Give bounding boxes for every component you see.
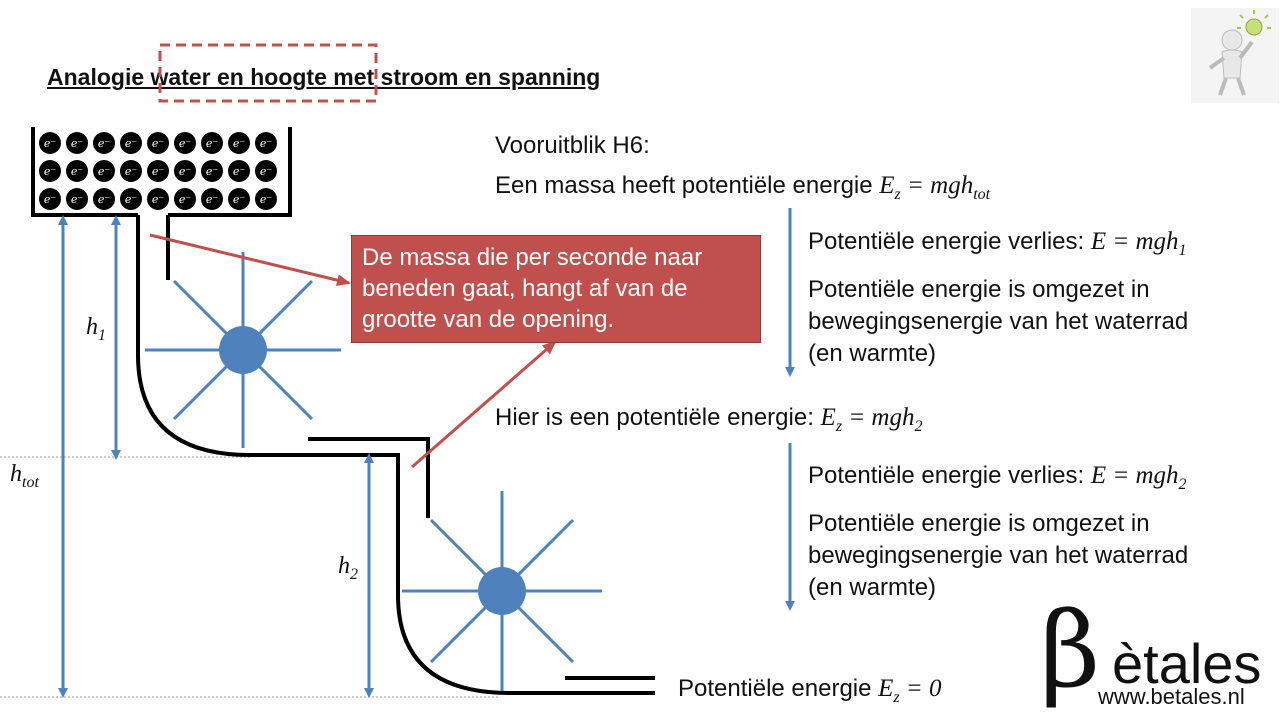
h1-label: h1 bbox=[86, 314, 106, 344]
converted2-line2: bewegingsenergie van het waterrad bbox=[808, 542, 1189, 569]
upper-tank bbox=[31, 127, 292, 217]
upper-channel-left bbox=[136, 215, 400, 457]
converted2-line3: (en warmte) bbox=[808, 574, 937, 601]
electron-label: e⁻ bbox=[152, 165, 165, 178]
loss1-text: Potentiële energie verlies: E = mgh1 bbox=[808, 228, 1187, 259]
electron-icon: e⁻ bbox=[39, 160, 61, 182]
loss1-formula: E = mgh1 bbox=[1090, 228, 1187, 259]
electron-label: e⁻ bbox=[44, 193, 57, 206]
electron-icon: e⁻ bbox=[39, 188, 61, 210]
mascot-lightbulb-icon bbox=[1191, 8, 1279, 103]
electron-label: e⁻ bbox=[71, 193, 84, 206]
electron-label: e⁻ bbox=[233, 165, 246, 178]
highlight-box bbox=[158, 43, 378, 103]
electron-label: e⁻ bbox=[98, 193, 111, 206]
electron-label: e⁻ bbox=[233, 193, 246, 206]
electron-icon: e⁻ bbox=[93, 188, 115, 210]
callout-box: De massa die per seconde naar beneden ga… bbox=[351, 235, 761, 343]
middle-tank bbox=[308, 437, 430, 518]
lower-channel-left bbox=[396, 455, 655, 695]
electron-label: e⁻ bbox=[260, 137, 273, 150]
mass-energy-text: Een massa heeft potentiële energie Ez = … bbox=[495, 172, 991, 203]
converted1-line3: (en warmte) bbox=[808, 340, 937, 367]
electron-label: e⁻ bbox=[152, 193, 165, 206]
mass-energy-formula: Ez = mghtot bbox=[879, 172, 991, 203]
bottom-energy-formula: Ez = 0 bbox=[878, 675, 942, 706]
electron-icon: e⁻ bbox=[255, 160, 277, 182]
electron-label: e⁻ bbox=[179, 193, 192, 206]
electron-icon: e⁻ bbox=[201, 160, 223, 182]
electron-icon: e⁻ bbox=[39, 132, 61, 154]
electron-label: e⁻ bbox=[179, 137, 192, 150]
electron-icon: e⁻ bbox=[66, 132, 88, 154]
logo-name: ètales bbox=[1112, 632, 1262, 695]
logo-beta: β bbox=[1040, 589, 1101, 711]
electron-icon: e⁻ bbox=[120, 132, 142, 154]
electron-label: e⁻ bbox=[44, 137, 57, 150]
page-title: Analogie water en hoogte met stroom en s… bbox=[47, 64, 601, 90]
electron-icon: e⁻ bbox=[93, 160, 115, 182]
lower-water-wheel bbox=[402, 491, 602, 691]
electron-label: e⁻ bbox=[71, 165, 84, 178]
electron-icon: e⁻ bbox=[93, 132, 115, 154]
electron-icon: e⁻ bbox=[201, 188, 223, 210]
upper-water-wheel bbox=[145, 252, 341, 448]
bottom-energy-text: Potentiële energie Ez = 0 bbox=[678, 675, 942, 706]
electron-icon: e⁻ bbox=[255, 132, 277, 154]
converted1-line2: bewegingsenergie van het waterrad bbox=[808, 308, 1189, 335]
callout-arrow-bottom bbox=[411, 340, 557, 469]
electron-icon: e⁻ bbox=[174, 188, 196, 210]
electron-label: e⁻ bbox=[98, 137, 111, 150]
converted2-line1: Potentiële energie is omgezet in bbox=[808, 510, 1150, 537]
electron-icon: e⁻ bbox=[228, 188, 250, 210]
electron-icon: e⁻ bbox=[174, 132, 196, 154]
htot-label: htot bbox=[10, 461, 39, 491]
electron-label: e⁻ bbox=[98, 165, 111, 178]
electron-label: e⁻ bbox=[125, 193, 138, 206]
h2-label: h2 bbox=[338, 553, 358, 583]
electron-icon: e⁻ bbox=[120, 188, 142, 210]
loss2-text: Potentiële energie verlies: E = mgh2 bbox=[808, 462, 1187, 493]
electron-label: e⁻ bbox=[125, 137, 138, 150]
electron-group: e⁻ e⁻ e⁻ e⁻ e⁻ e⁻ e⁻ e⁻ e⁻ e⁻ e⁻ e⁻ e⁻ e⁻ e⁻ e⁻ e⁻ e⁻ e⁻ e⁻… bbox=[39, 132, 277, 210]
electron-label: e⁻ bbox=[260, 165, 273, 178]
here-formula: Ez = mgh2 bbox=[820, 404, 923, 435]
callout-arrow-top bbox=[149, 233, 351, 287]
betales-logo: β bbox=[1040, 598, 1100, 702]
converted1-line1: Potentiële energie is omgezet in bbox=[808, 276, 1150, 303]
electron-label: e⁻ bbox=[206, 165, 219, 178]
electron-label: e⁻ bbox=[179, 165, 192, 178]
electron-icon: e⁻ bbox=[147, 132, 169, 154]
electron-label: e⁻ bbox=[125, 165, 138, 178]
electron-icon: e⁻ bbox=[147, 160, 169, 182]
electron-label: e⁻ bbox=[260, 193, 273, 206]
electron-label: e⁻ bbox=[206, 137, 219, 150]
electron-label: e⁻ bbox=[206, 193, 219, 206]
electron-icon: e⁻ bbox=[201, 132, 223, 154]
electron-icon: e⁻ bbox=[255, 188, 277, 210]
electron-icon: e⁻ bbox=[228, 160, 250, 182]
electron-icon: e⁻ bbox=[174, 160, 196, 182]
electron-label: e⁻ bbox=[71, 137, 84, 150]
electron-icon: e⁻ bbox=[147, 188, 169, 210]
electron-icon: e⁻ bbox=[66, 188, 88, 210]
electron-label: e⁻ bbox=[152, 137, 165, 150]
electron-label: e⁻ bbox=[44, 165, 57, 178]
electron-icon: e⁻ bbox=[228, 132, 250, 154]
logo-url: www.betales.nl bbox=[1098, 684, 1245, 709]
preview-heading: Vooruitblik H6: bbox=[495, 132, 650, 159]
electron-label: e⁻ bbox=[233, 137, 246, 150]
loss2-formula: E = mgh2 bbox=[1090, 462, 1187, 493]
here-text: Hier is een potentiële energie: Ez = mgh… bbox=[495, 404, 923, 435]
electron-icon: e⁻ bbox=[66, 160, 88, 182]
electron-icon: e⁻ bbox=[120, 160, 142, 182]
